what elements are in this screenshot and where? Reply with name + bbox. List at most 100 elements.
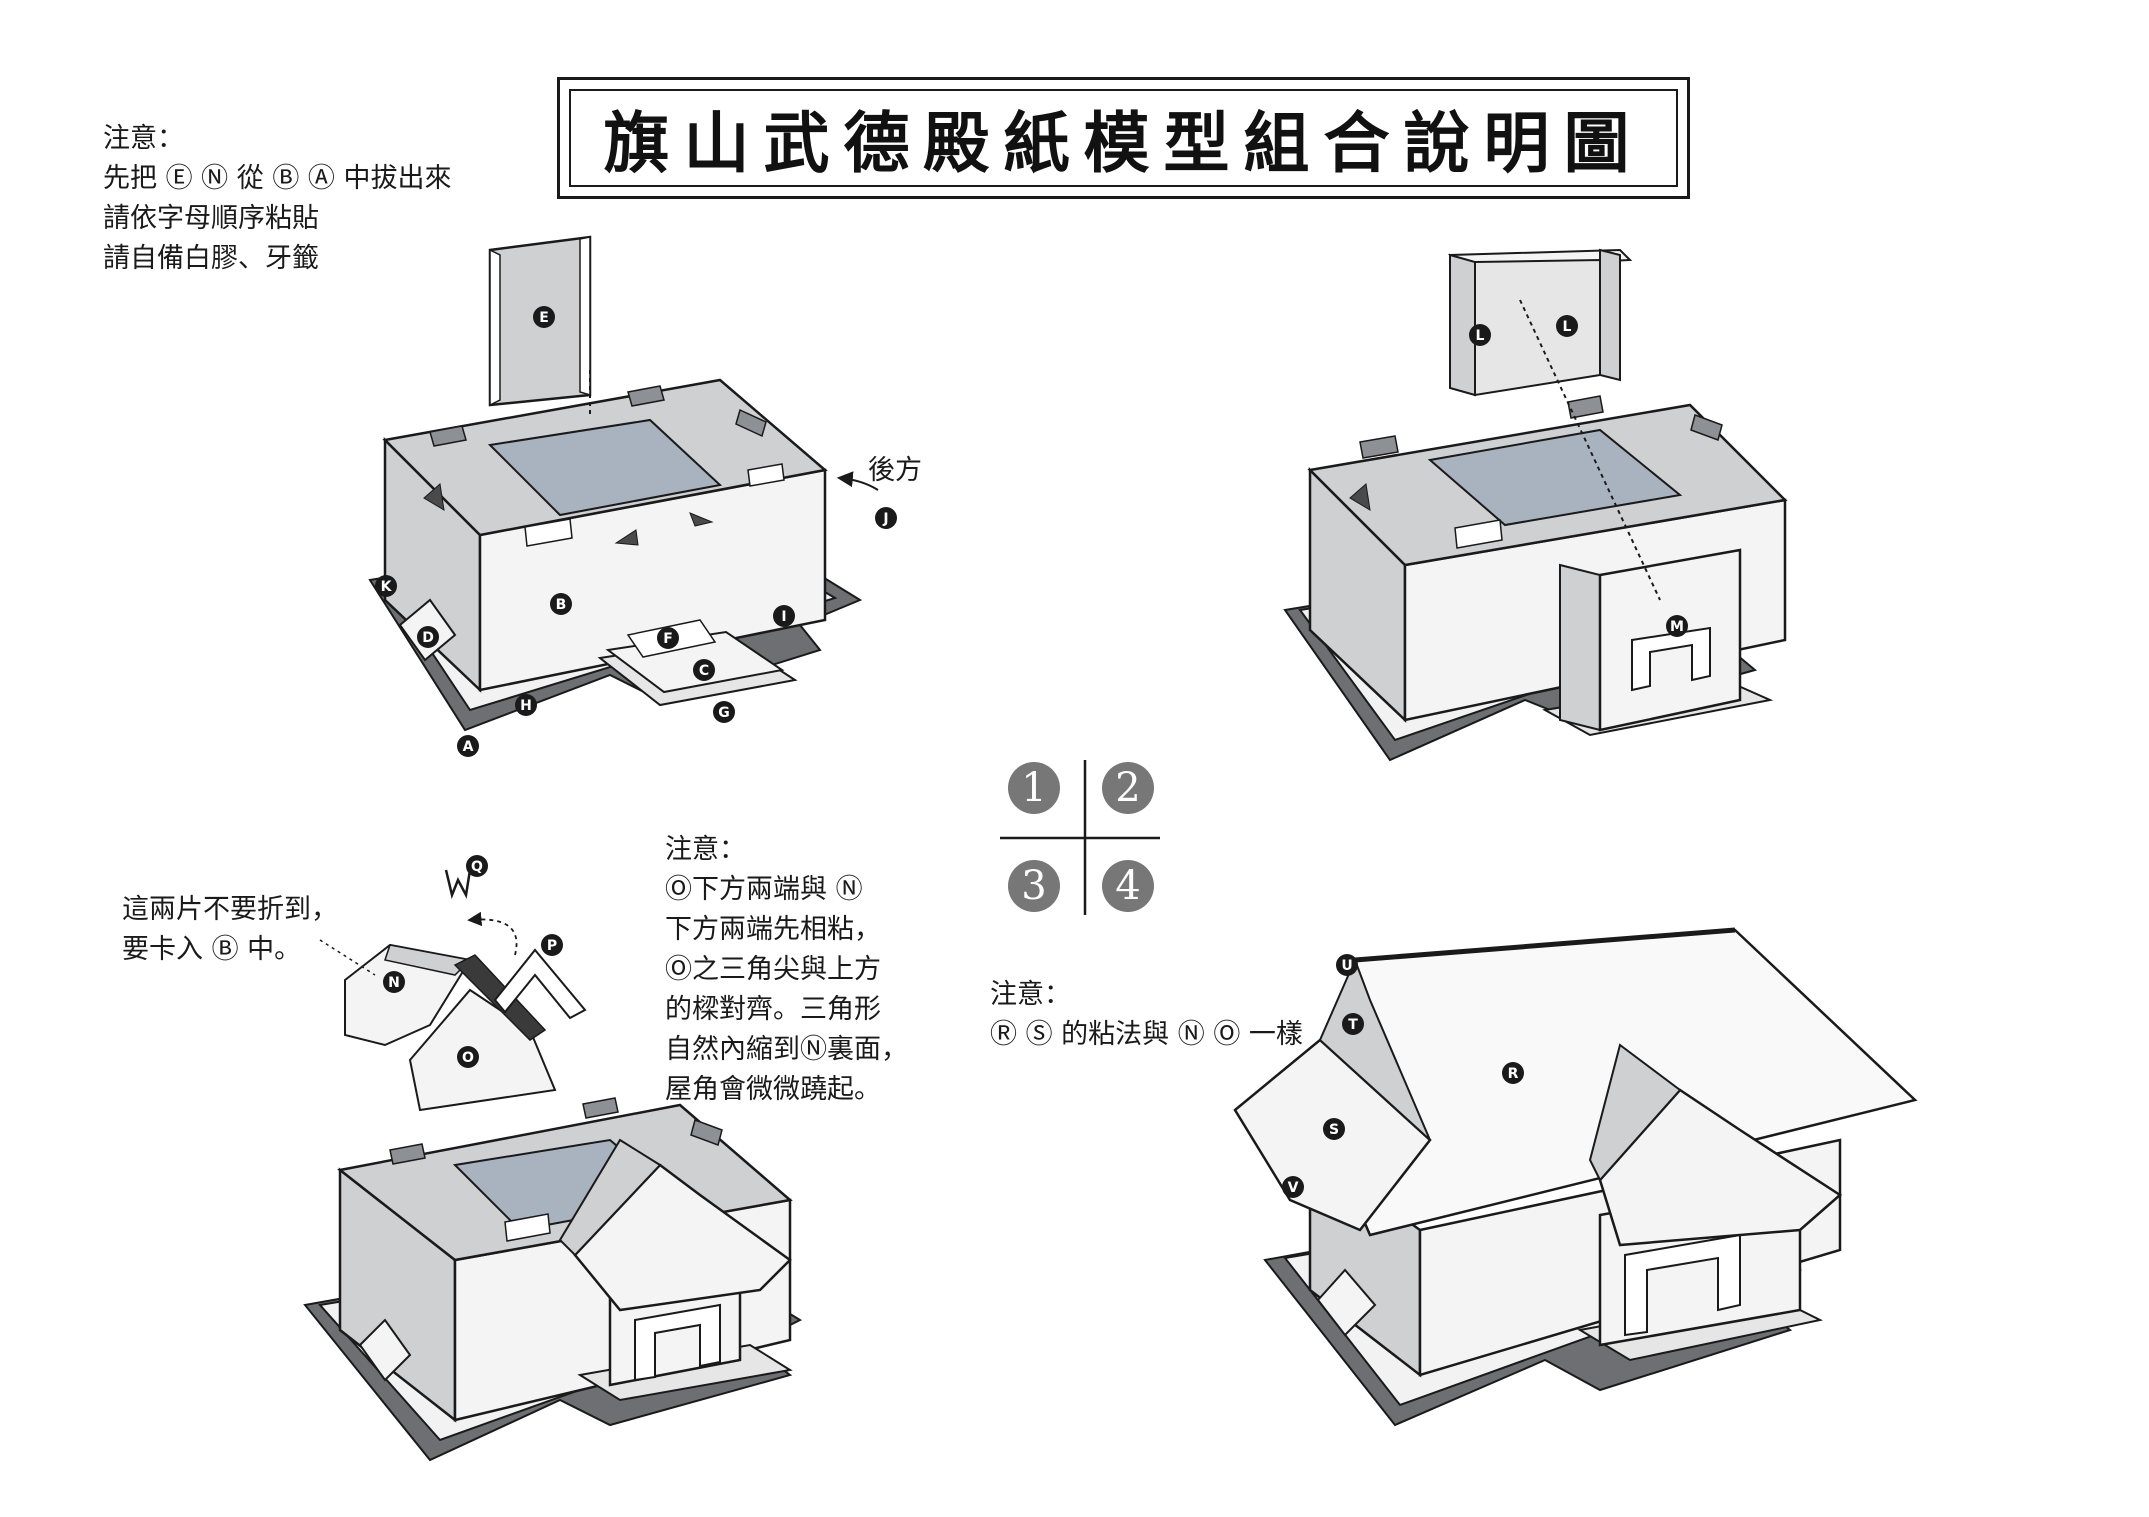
part-label-p: P (541, 934, 563, 956)
step4-part-d (1316, 1268, 1377, 1337)
svg-text:I: I (781, 609, 786, 625)
svg-text:C: C (699, 663, 709, 679)
note-bottom-right: 注意： Ⓡ Ⓢ 的粘法與 Ⓝ Ⓞ 一樣 (990, 975, 1303, 1055)
title-frame: 旗山武德殿紙模型組合說明圖 (557, 77, 1690, 199)
step2-tab (1567, 395, 1604, 419)
step3-model (303, 869, 803, 1462)
step3-tab (389, 1143, 426, 1165)
step2-model (1283, 248, 1788, 762)
step2-tab (1359, 435, 1399, 459)
part-label-b: B (550, 593, 572, 615)
svg-text:K: K (381, 579, 393, 595)
note-line: 屋角會微微蹺起。 (665, 1074, 881, 1105)
step1-flap (524, 518, 573, 547)
note-line: 自然內縮到Ⓝ裏面， (665, 1034, 908, 1065)
svg-text:L: L (1563, 319, 1572, 335)
note-line: Ⓞ下方兩端與 Ⓝ (665, 874, 863, 905)
part-label-l: L (1469, 324, 1491, 346)
svg-text:B: B (556, 597, 567, 613)
step3-part-p (493, 948, 587, 1020)
note-line: 下方兩端先相粘， (665, 914, 881, 945)
part-label-l: L (1556, 315, 1578, 337)
title-inner-frame: 旗山武德殿紙模型組合說明圖 (569, 89, 1678, 187)
note-line: 請依字母順序粘貼 (103, 203, 319, 234)
svg-text:J: J (882, 511, 888, 527)
step3-tab (690, 1119, 723, 1146)
note-middle: 注意： Ⓞ下方兩端與 Ⓝ 下方兩端先相粘， Ⓞ之三角尖與上方 的樑對齊。三角形 … (665, 830, 908, 1110)
part-label-f: F (657, 627, 679, 649)
step4-ridge (1354, 927, 1736, 963)
step2-slot (1349, 483, 1371, 511)
note-line: 的樑對齊。三角形 (665, 994, 881, 1025)
step4-model (1233, 927, 1918, 1427)
svg-text:E: E (539, 310, 549, 326)
step2-porch-side (1559, 563, 1601, 732)
svg-text:V: V (1288, 1180, 1299, 1196)
part-label-g: G (713, 701, 735, 723)
part-label-q: Q (466, 855, 488, 877)
step2-guide-line (1519, 299, 1661, 601)
step1-model (368, 235, 879, 732)
step1-slot (423, 483, 445, 511)
part-label-a: A (457, 735, 479, 757)
svg-text:D: D (422, 630, 434, 646)
part-label-d: D (417, 626, 439, 648)
part-label-m: M (1666, 615, 1688, 637)
svg-text:S: S (1329, 1122, 1339, 1138)
step3-flap (504, 1213, 551, 1242)
step1-part-e-flange (579, 236, 591, 397)
note-line: 要卡入 Ⓑ 中。 (122, 934, 302, 965)
note-line: 注意： (990, 979, 1071, 1010)
svg-text:F: F (663, 631, 673, 647)
svg-text:A: A (463, 739, 474, 755)
part-label-j: J (875, 507, 897, 529)
part-label-e: E (533, 306, 555, 328)
rear-label: 後方 (868, 455, 922, 486)
step2-roof-opening (1427, 428, 1683, 527)
step-number-1: 1 (1008, 762, 1060, 814)
note-line: 注意： (103, 123, 184, 154)
svg-text:T: T (1348, 1017, 1358, 1033)
step1-tab (429, 425, 467, 447)
part-label-o: O (457, 1046, 479, 1068)
step-number-3: 3 (1008, 860, 1060, 912)
svg-text:U: U (1341, 958, 1352, 974)
page-title: 旗山武德殿紙模型組合說明圖 (603, 104, 1644, 182)
note-top-left: 注意： 先把 Ⓔ Ⓝ 從 Ⓑ Ⓐ 中拔出來 請依字母順序粘貼 請自備白膠、牙籤 (103, 119, 452, 279)
step3-part-n-fold (384, 944, 472, 976)
step3-part-q (444, 869, 472, 900)
part-label-s: S (1323, 1118, 1345, 1140)
step4-porch-arch (1624, 1233, 1741, 1337)
step2-tab (1690, 414, 1723, 441)
step1-tab (627, 385, 665, 407)
note-middle-left: 這兩片不要折到， 要卡入 Ⓑ 中。 (122, 890, 338, 970)
svg-text:G: G (718, 705, 730, 721)
part-label-r: R (1502, 1062, 1524, 1084)
step-number-4: 4 (1102, 860, 1154, 912)
step1-tab (735, 408, 767, 438)
part-label-n: N (383, 971, 405, 993)
part-labels-layer: E J K B I D F C H G A L L M Q P N O U T R S V (375, 306, 1688, 1198)
step1-flap (747, 463, 785, 487)
step4-gable-t (1318, 957, 1431, 1141)
step2-porch-arch (1631, 626, 1711, 692)
part-label-k: K (375, 575, 397, 597)
step1-roof-opening (487, 418, 723, 517)
svg-text:H: H (520, 698, 532, 714)
step1-slot (614, 529, 639, 546)
step3-tab (582, 1097, 619, 1119)
step1-rear-arrow (836, 471, 879, 491)
note-line: 注意： (665, 834, 746, 865)
part-label-v: V (1282, 1176, 1304, 1198)
svg-text:R: R (1508, 1066, 1519, 1082)
svg-text:P: P (547, 938, 557, 954)
note-line: Ⓡ Ⓢ 的粘法與 Ⓝ Ⓞ 一樣 (990, 1019, 1303, 1050)
step3-part-o (408, 988, 557, 1112)
step1-part-e-flange (489, 248, 501, 407)
step3-porch-arch (634, 1303, 721, 1382)
note-line: 請自備白膠、牙籤 (103, 243, 319, 274)
svg-text:N: N (388, 975, 400, 991)
note-line: 這兩片不要折到， (122, 894, 338, 925)
step3-porch-roof-side (558, 1138, 662, 1257)
